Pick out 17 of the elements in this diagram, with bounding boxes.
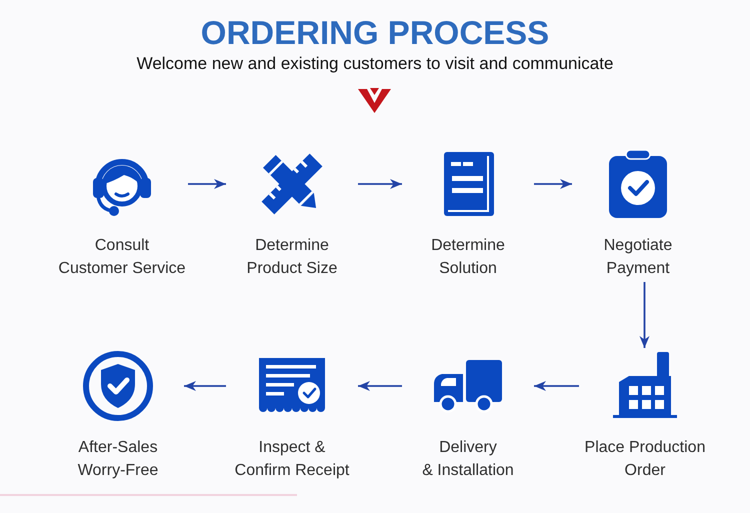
subtitle: Welcome new and existing customers to visit and communicate: [136, 53, 614, 75]
arrow: [640, 282, 650, 348]
step-label: After-Sales Worry-Free: [78, 438, 158, 481]
step-label: Determine Solution: [431, 236, 505, 279]
arrow: [534, 381, 579, 391]
step-label: Negotiate Payment: [604, 236, 672, 279]
step-label: Inspect & Confirm Receipt: [234, 438, 350, 481]
arrow: [184, 381, 226, 391]
title: ORDERING PROCESS: [200, 13, 550, 53]
arrow: [358, 381, 402, 391]
arrow: [188, 179, 226, 189]
arrow: [358, 179, 402, 189]
arrow: [534, 179, 572, 189]
step-label: Determine Product Size: [246, 236, 338, 279]
step-label: Consult Customer Service: [58, 236, 186, 279]
step-label: Place Production Order: [584, 438, 706, 481]
step-label: Delivery & Installation: [422, 438, 514, 481]
